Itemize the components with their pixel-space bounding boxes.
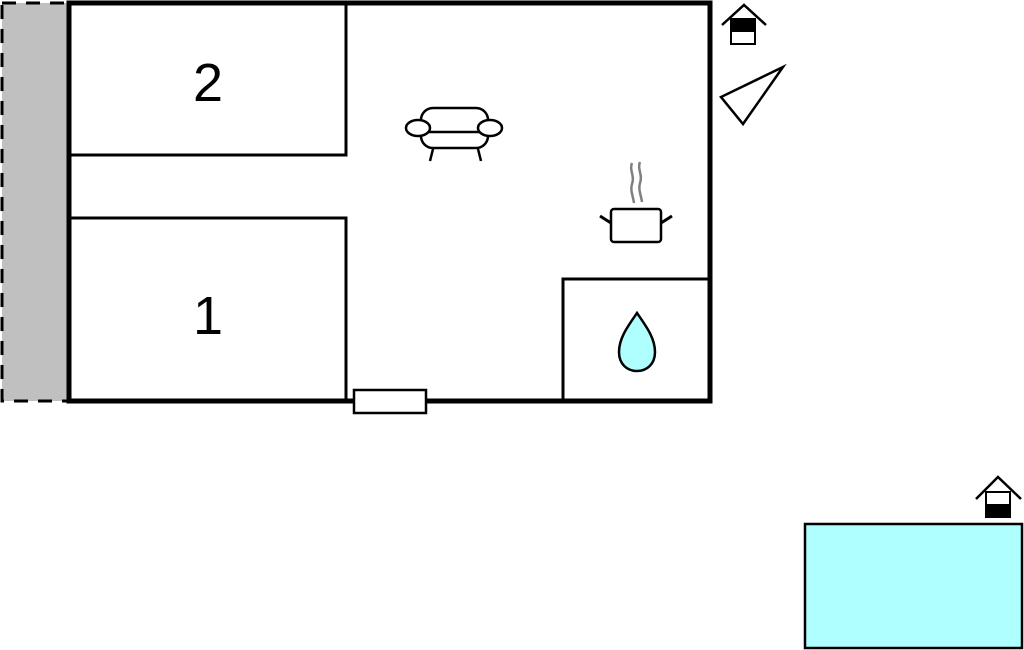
sofa-icon (404, 106, 504, 162)
terrace (0, 1, 70, 403)
pool-house-icon (975, 475, 1022, 518)
room-bedroom-2 (67, 1, 348, 157)
house-icon (721, 3, 767, 45)
pool (803, 522, 1024, 650)
compass-triangle-icon (719, 63, 787, 127)
cooking-pot-icon (599, 161, 673, 244)
room-label-2: 2 (193, 53, 223, 113)
entrance-door (352, 388, 428, 415)
room-label-1: 1 (193, 286, 223, 346)
water-drop-icon (617, 310, 657, 373)
